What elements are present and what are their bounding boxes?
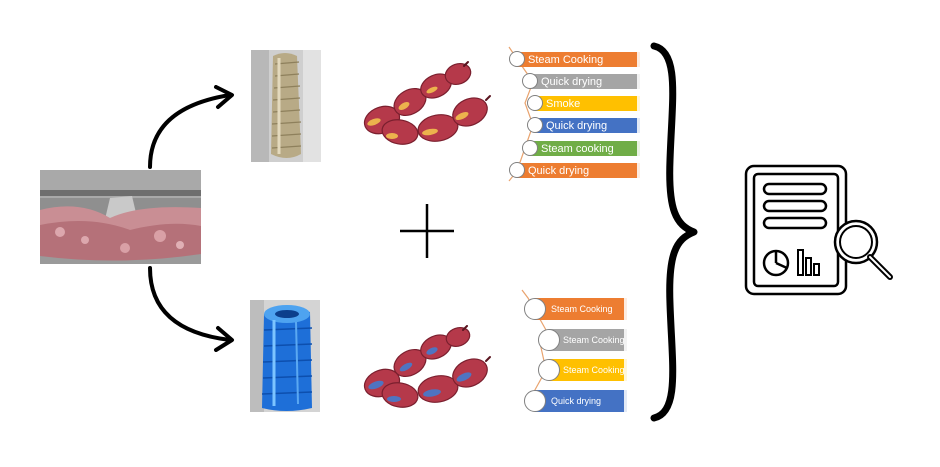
natural-casing-photo <box>251 50 321 162</box>
process-b-step-1: Steam Cooking <box>535 298 627 320</box>
process-b-step-4-marker <box>524 390 546 412</box>
process-b-step-2: Steam Cooking <box>549 329 627 351</box>
sausage-links-natural <box>363 61 491 145</box>
process-a-step-4-marker <box>527 117 543 133</box>
process-a-step-6: Quick drying <box>517 163 640 178</box>
meat-mixer-photo <box>40 170 201 264</box>
process-a-step-3-marker <box>527 95 543 111</box>
process-a-step-3: Smoke <box>535 96 640 111</box>
process-a-step-2: Quick drying <box>530 74 640 89</box>
process-a-step-1: Steam Cooking <box>517 52 640 67</box>
process-b-step-1-marker <box>524 298 546 320</box>
sausage-links-plastic <box>363 325 491 408</box>
process-a-step-5-marker <box>522 140 538 156</box>
plus-icon <box>400 204 454 258</box>
process-a-step-1-marker <box>509 51 525 67</box>
arrow-to-plastic-casing <box>148 266 234 352</box>
process-b-step-3: Steam Cooking <box>549 359 627 381</box>
process-b-step-3-marker <box>538 359 560 381</box>
process-b-step-4: Quick drying <box>535 390 627 412</box>
process-a-step-6-marker <box>509 162 525 178</box>
right-brace-icon <box>650 42 698 422</box>
process-a-step-5: Steam cooking <box>530 141 640 156</box>
arrow-to-natural-casing <box>148 85 234 169</box>
report-analysis-icon <box>744 164 893 296</box>
process-a-step-4: Quick drying <box>535 118 640 133</box>
process-b-step-2-marker <box>538 329 560 351</box>
process-a-step-2-marker <box>522 73 538 89</box>
plastic-casing-photo <box>250 300 320 412</box>
